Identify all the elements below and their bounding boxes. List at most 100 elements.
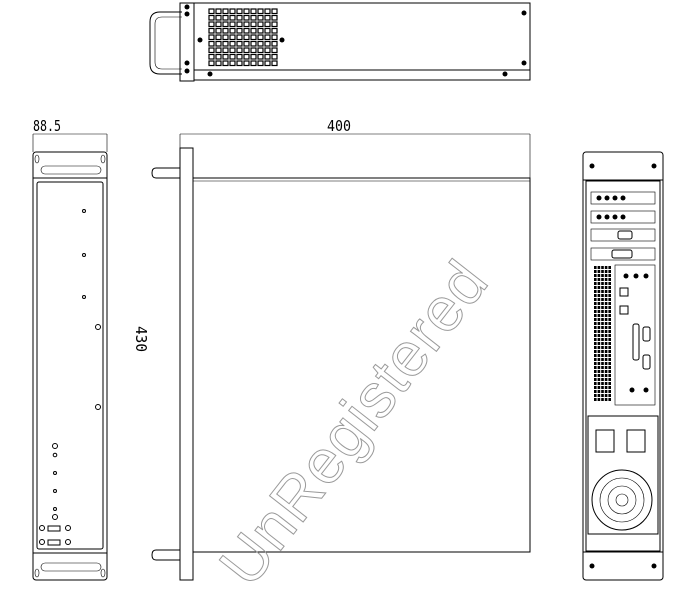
- vent-hole: [597, 290, 601, 293]
- rear-vent-grid: [594, 266, 611, 401]
- vent-hole: [250, 21, 257, 28]
- vent-hole: [608, 314, 611, 317]
- side-view: [151, 147, 531, 581]
- vent-hole: [236, 53, 243, 60]
- vent-hole: [604, 350, 608, 353]
- vent-hole: [601, 298, 604, 301]
- vent-hole: [215, 14, 222, 21]
- vent-hole: [257, 34, 264, 41]
- vent-hole: [264, 60, 271, 67]
- vent-hole: [601, 322, 604, 325]
- psu: [587, 415, 659, 535]
- vent-hole: [594, 334, 597, 337]
- expansion-slot: [590, 210, 656, 224]
- vent-hole: [608, 286, 611, 289]
- vent-hole: [601, 330, 604, 333]
- indicator-hole: [53, 471, 57, 475]
- vent-hole: [604, 278, 608, 281]
- vent-hole: [608, 306, 611, 309]
- io-panel: [614, 264, 656, 406]
- vent-hole: [594, 314, 597, 317]
- screw-icon: [521, 60, 527, 66]
- vent-hole: [608, 294, 611, 297]
- vent-hole: [250, 27, 257, 34]
- vent-hole: [594, 362, 597, 365]
- vent-hole: [601, 354, 604, 357]
- vent-hole: [597, 390, 601, 393]
- vent-hole: [608, 362, 611, 365]
- vent-hole: [222, 34, 229, 41]
- vent-hole: [604, 290, 608, 293]
- vent-hole: [229, 21, 236, 28]
- vent-hole: [608, 370, 611, 373]
- vent-hole: [215, 21, 222, 28]
- vent-hole: [608, 366, 611, 369]
- vent-hole: [243, 21, 250, 28]
- vent-hole: [601, 374, 604, 377]
- vent-hole: [594, 282, 597, 285]
- vent-hole: [597, 366, 601, 369]
- vent-hole: [604, 298, 608, 301]
- vent-hole: [604, 266, 608, 269]
- vent-hole: [271, 60, 278, 67]
- vent-hole: [594, 298, 597, 301]
- vent-hole: [594, 382, 597, 385]
- vent-hole: [594, 358, 597, 361]
- handle: [149, 11, 182, 75]
- vent-hole: [604, 270, 608, 273]
- top-handle: [40, 165, 102, 175]
- vent-hole: [597, 266, 601, 269]
- vent-hole: [597, 394, 601, 397]
- vent-hole: [604, 310, 608, 313]
- vent-hole: [597, 346, 601, 349]
- vent-hole: [271, 53, 278, 60]
- indicator-hole: [95, 324, 101, 330]
- vent-hole: [601, 326, 604, 329]
- expansion-slot: [590, 191, 656, 205]
- vent-hole: [208, 8, 215, 15]
- vent-hole: [597, 310, 601, 313]
- lan-port: [619, 305, 629, 315]
- indicator-hole: [82, 295, 86, 299]
- vent-hole: [250, 34, 257, 41]
- screw-icon: [279, 37, 285, 43]
- indicator-hole: [39, 539, 45, 545]
- vent-hole: [257, 53, 264, 60]
- vent-hole: [264, 34, 271, 41]
- vent-hole: [604, 286, 608, 289]
- dvi-port: [611, 249, 633, 259]
- vent-hole: [601, 266, 604, 269]
- vent-hole: [594, 294, 597, 297]
- vent-grid: [208, 8, 278, 67]
- connector-icon: [589, 563, 595, 569]
- front-panel: [36, 181, 104, 550]
- vent-hole: [229, 14, 236, 21]
- connector-icon: [633, 273, 639, 279]
- connector-icon: [612, 195, 618, 201]
- vent-hole: [608, 350, 611, 353]
- lan-port: [619, 287, 629, 297]
- vent-hole: [236, 21, 243, 28]
- vent-hole: [601, 378, 604, 381]
- vent-hole: [215, 53, 222, 60]
- vent-hole: [594, 290, 597, 293]
- length-label: 430: [132, 326, 150, 352]
- expansion-slot: [590, 228, 656, 242]
- vent-hole: [222, 40, 229, 47]
- vent-hole: [608, 358, 611, 361]
- vent-hole: [208, 14, 215, 21]
- vent-hole: [601, 366, 604, 369]
- connector-icon: [643, 387, 649, 393]
- top-view: [149, 2, 531, 82]
- rear-view: [582, 151, 664, 581]
- vent-hole: [608, 322, 611, 325]
- vent-hole: [229, 53, 236, 60]
- vent-hole: [597, 350, 601, 353]
- serial-port: [642, 354, 651, 370]
- power-outlet: [626, 429, 646, 453]
- side-flange: [179, 147, 194, 581]
- vent-hole: [608, 378, 611, 381]
- vent-hole: [604, 282, 608, 285]
- chassis-rail: [193, 69, 531, 81]
- vent-hole: [597, 294, 601, 297]
